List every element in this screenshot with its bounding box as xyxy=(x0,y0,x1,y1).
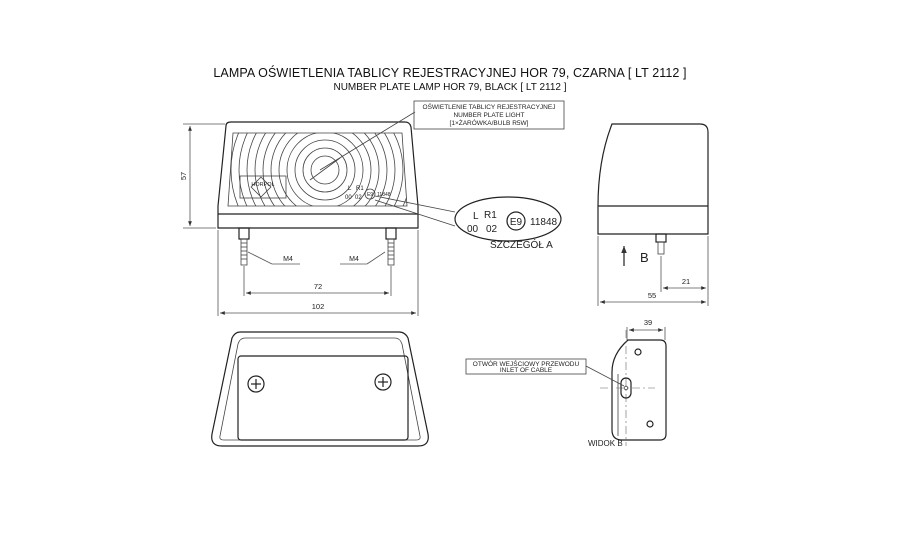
lens-e-mark-circle xyxy=(364,188,376,200)
dim-thread-left: M4 xyxy=(283,256,293,263)
right-stud-bolt xyxy=(387,238,395,266)
bottom-housing-outline xyxy=(211,331,429,447)
back-hole-bottom xyxy=(646,420,654,428)
left-stud-bolt xyxy=(240,238,248,266)
logo-text: HORPOL xyxy=(251,182,274,188)
inlet-callout-box xyxy=(465,358,587,375)
back-plate-outline xyxy=(611,339,667,441)
left-stud-nut xyxy=(238,227,250,240)
lens-l-num: 00 xyxy=(345,195,352,201)
detail-r1: R1 xyxy=(484,210,497,221)
callout-line2: NUMBER PLATE LIGHT xyxy=(453,112,524,119)
detail-r1-num: 02 xyxy=(486,224,498,235)
lens-callout: OŚWIETLENIE TABLICY REJESTRACYJNEJ NUMBE… xyxy=(319,100,565,171)
inlet-callout-line2: INLET OF CABLE xyxy=(500,367,553,374)
front-housing-outline xyxy=(217,121,419,229)
inlet-callout-line1: OTWÓR WEJŚCIOWY PRZEWODU xyxy=(473,359,580,368)
dim-stud-offset: 21 xyxy=(682,277,690,286)
cable-inlet-hole xyxy=(623,385,629,391)
detail-approval: 11848 xyxy=(530,217,558,228)
side-housing-outline xyxy=(597,123,709,235)
lens-r1-mark: R1 xyxy=(356,186,364,192)
lens-r1-num: 02 xyxy=(355,195,362,201)
side-view: B 21 55 xyxy=(597,123,709,306)
cable-inlet xyxy=(620,377,632,399)
lens-l-mark: L xyxy=(348,186,352,192)
detail-e-mark: E9 xyxy=(510,217,523,228)
front-view: HORPOL L R1 00 02 E9 11848 xyxy=(217,121,419,266)
dim-back-width: 39 xyxy=(644,318,652,327)
logo-diamond xyxy=(250,176,272,198)
callout-box xyxy=(413,100,565,130)
view-b-label: WIDOK B xyxy=(588,439,623,448)
side-stud-bolt xyxy=(657,241,665,255)
lens-approval: 11848 xyxy=(377,192,391,198)
dim-bolt-spacing: 72 xyxy=(314,282,322,291)
side-stud-nut xyxy=(655,233,667,243)
back-view: 39 OTWÓR WEJŚCIOWY PRZEWODU INLET OF CAB… xyxy=(465,318,667,448)
detail-ellipse xyxy=(454,196,562,242)
right-screw xyxy=(374,373,392,391)
lens-panel xyxy=(227,132,408,207)
callout-line3: [1×ŻARÓWKA/BULB R5W] xyxy=(450,118,529,127)
dim-total-width: 102 xyxy=(312,302,325,311)
left-screw xyxy=(247,375,265,393)
bottom-lens-window xyxy=(237,355,409,441)
logo-plate xyxy=(239,175,287,199)
detail-label: SZCZEGÓŁ A xyxy=(490,238,553,251)
bottom-inner-outline xyxy=(219,337,421,441)
bottom-view xyxy=(211,331,429,447)
dim-thread-right: M4 xyxy=(349,256,359,263)
back-hole-top xyxy=(634,348,642,356)
view-b-arrow-label: B xyxy=(640,250,649,265)
lens-ripples xyxy=(230,133,407,206)
dim-height: 57 xyxy=(179,172,188,180)
front-dimensions: 57 M4 M4 72 102 xyxy=(179,123,419,316)
detail-e-mark-circle xyxy=(506,211,526,231)
callout-line1: OŚWIETLENIE TABLICY REJESTRACYJNEJ xyxy=(423,102,556,111)
right-stud-nut xyxy=(385,227,397,240)
drawing-title-pl: LAMPA OŚWIETLENIA TABLICY REJESTRACYJNEJ… xyxy=(213,66,687,80)
detail-l-num: 00 xyxy=(467,224,479,235)
drawing-title-en: NUMBER PLATE LAMP HOR 79, BLACK [ LT 211… xyxy=(333,82,567,93)
lens-e-mark: E9 xyxy=(367,192,373,198)
dim-depth: 55 xyxy=(648,291,656,300)
bulb-marker xyxy=(309,157,341,181)
detail-a: L R1 00 02 E9 11848 SZCZEGÓŁ A xyxy=(374,195,562,251)
detail-l: L xyxy=(473,211,479,222)
